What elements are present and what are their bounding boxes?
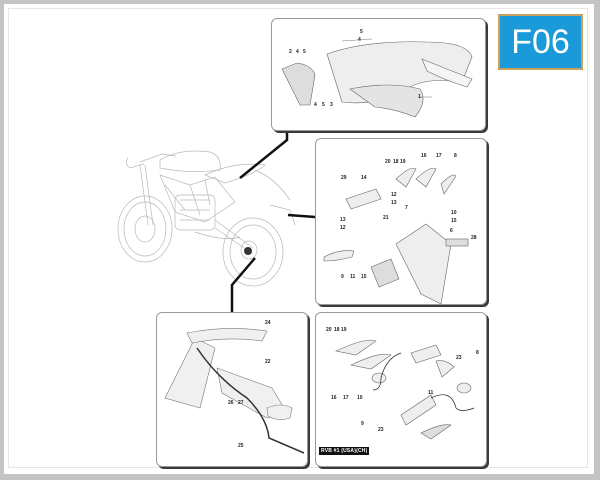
panel-turn-signals[interactable]: 20 18 19 8 23 16 17 10 11 9 23 bbox=[315, 312, 487, 467]
callout: 16 bbox=[421, 153, 427, 159]
page-frame-inner bbox=[8, 8, 588, 468]
callout: 15 bbox=[451, 218, 457, 224]
callout: 20 bbox=[326, 327, 332, 333]
panel-wiring[interactable]: 24 22 26 27 25 bbox=[156, 312, 308, 467]
callout: 4 bbox=[314, 102, 317, 108]
callout: 13 bbox=[340, 217, 346, 223]
callout: 19 bbox=[400, 159, 406, 165]
tail-light-drawing bbox=[281, 38, 473, 118]
callout: 27 bbox=[238, 400, 244, 406]
leader-lines bbox=[230, 128, 316, 312]
callout: 4 bbox=[296, 49, 299, 55]
callout: 11 bbox=[428, 390, 434, 396]
wiring-drawing bbox=[164, 328, 305, 454]
callout: 25 bbox=[238, 443, 244, 449]
wheel-hub bbox=[244, 247, 252, 255]
callout: 19 bbox=[341, 327, 347, 333]
callout: 14 bbox=[361, 175, 367, 181]
panel-plate-holder[interactable]: 20 18 19 16 17 8 29 14 12 13 7 21 10 15 … bbox=[315, 138, 487, 305]
plate-holder-drawing bbox=[323, 167, 469, 304]
callout: 24 bbox=[265, 320, 271, 326]
callout: 20 bbox=[385, 159, 391, 165]
motorcycle-illustration bbox=[117, 150, 296, 287]
callout: 1 bbox=[418, 94, 421, 100]
callout: 15 bbox=[361, 274, 367, 280]
callout: 5 bbox=[360, 29, 363, 35]
callout: 28 bbox=[471, 235, 477, 241]
callout: 16 bbox=[331, 395, 337, 401]
callout: 18 bbox=[334, 327, 340, 333]
figure-code-badge: F06 bbox=[498, 14, 583, 70]
callout: 12 bbox=[391, 192, 397, 198]
callout: 8 bbox=[476, 350, 479, 356]
callout: 22 bbox=[265, 359, 271, 365]
callout: 29 bbox=[341, 175, 347, 181]
callout: 17 bbox=[343, 395, 349, 401]
callout: 10 bbox=[357, 395, 363, 401]
callout: 6 bbox=[450, 228, 453, 234]
callout: 13 bbox=[391, 200, 397, 206]
callout: 8 bbox=[454, 153, 457, 159]
callout: 9 bbox=[361, 421, 364, 427]
callout: 10 bbox=[451, 210, 457, 216]
callout: 5 bbox=[322, 102, 325, 108]
callout: 9 bbox=[341, 274, 344, 280]
callout: 2 bbox=[289, 49, 292, 55]
callout: 18 bbox=[393, 159, 399, 165]
callout: 11 bbox=[350, 274, 356, 280]
callout: 21 bbox=[383, 215, 389, 221]
callout: 17 bbox=[436, 153, 442, 159]
callout: 4 bbox=[358, 37, 361, 43]
callout: 23 bbox=[378, 427, 384, 433]
callout: 7 bbox=[405, 205, 408, 211]
callout: 5 bbox=[303, 49, 306, 55]
callout: 26 bbox=[228, 400, 234, 406]
footnote-label: RVB #1 (USA)(CH) bbox=[319, 447, 370, 455]
callout: 23 bbox=[456, 355, 462, 361]
turn-signals-drawing bbox=[335, 339, 475, 440]
callout: 12 bbox=[340, 225, 346, 231]
callout: 3 bbox=[330, 102, 333, 108]
panel-tail-light[interactable]: 5 4 2 4 5 4 5 3 1 bbox=[271, 18, 486, 131]
